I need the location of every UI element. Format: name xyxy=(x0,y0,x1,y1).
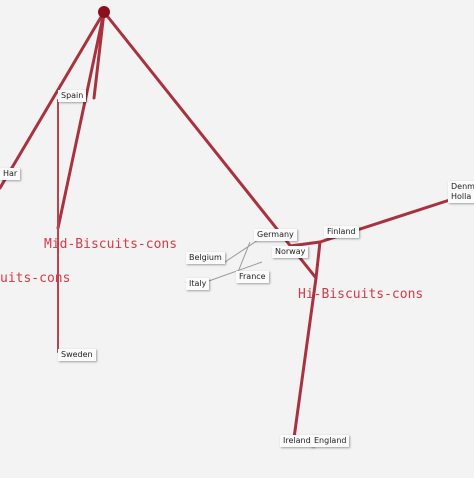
country-label-ireland: Ireland xyxy=(280,435,314,447)
leader-italy xyxy=(205,261,263,283)
country-label-germany: Germany xyxy=(254,229,297,241)
country-label-england: England xyxy=(311,435,350,447)
country-label-sweden: Sweden xyxy=(58,349,96,361)
country-label-denmark: Denm xyxy=(448,181,474,193)
edge-hi-finland-node xyxy=(314,240,322,280)
root-node[interactable] xyxy=(98,6,110,18)
cluster-label-left-partial: uits-cons xyxy=(0,271,71,286)
edge-root-spain xyxy=(92,10,106,100)
cluster-label-hi-biscuits: Hi-Biscuits-cons xyxy=(298,287,424,302)
edge-root-left xyxy=(0,10,106,190)
country-label-italy: Italy xyxy=(186,278,210,290)
edge-hi-ireland xyxy=(292,276,318,440)
leader-belgium xyxy=(221,239,259,265)
leader-france xyxy=(237,241,251,273)
country-label-norway: Norway xyxy=(272,246,309,258)
edge-root-mid xyxy=(56,10,106,230)
country-label-finland: Finland xyxy=(324,226,359,238)
country-label-holland: Holla xyxy=(448,191,474,203)
country-label-left-partial: Har xyxy=(0,168,21,180)
edge-to-germany-norway xyxy=(288,240,322,248)
country-label-belgium: Belgium xyxy=(186,252,225,264)
cluster-label-mid-biscuits: Mid-Biscuits-cons xyxy=(44,237,178,252)
country-label-france: France xyxy=(236,271,269,283)
country-label-spain: Spain xyxy=(58,90,87,102)
